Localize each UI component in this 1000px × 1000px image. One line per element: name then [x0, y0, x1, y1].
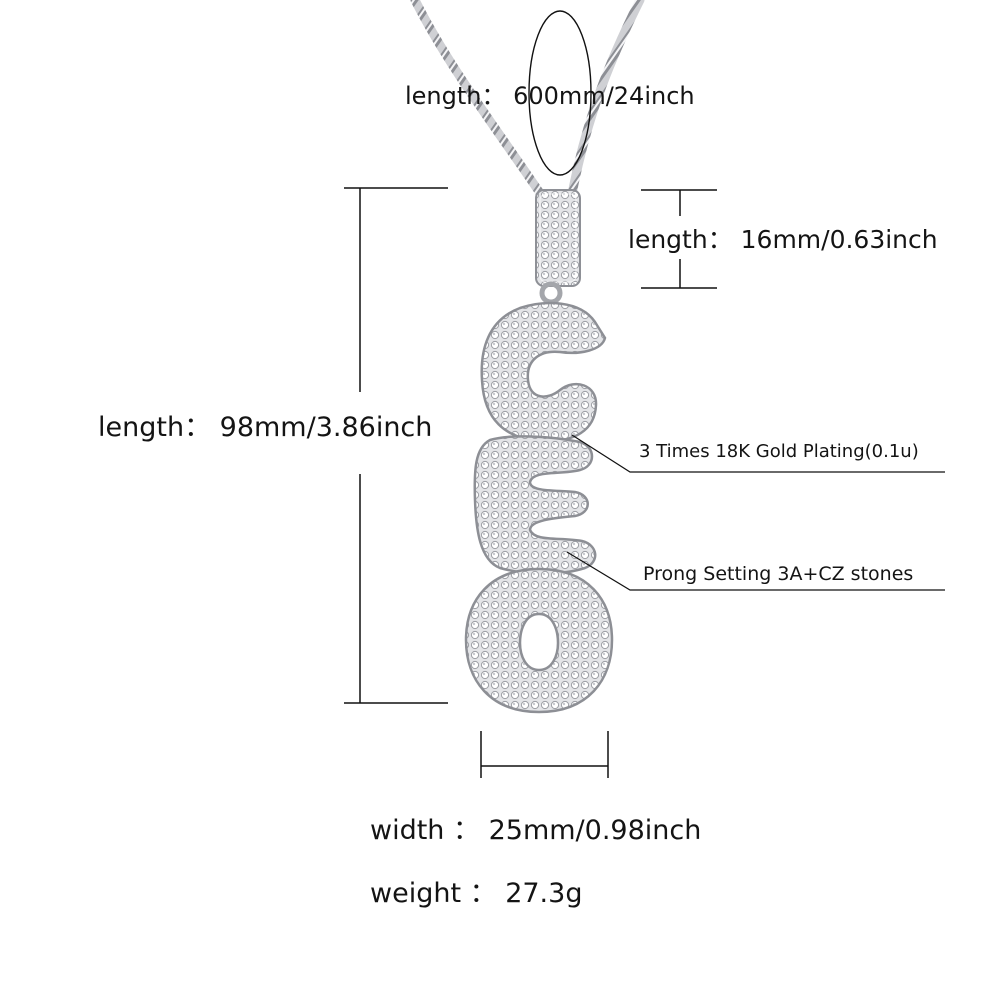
chain-length-ellipse — [528, 10, 592, 176]
stones-label: Prong Setting 3A+CZ stones — [643, 563, 914, 585]
bail-length-dimension — [641, 189, 717, 289]
pendant-letter-o — [464, 567, 614, 714]
rope-chain — [410, 0, 645, 210]
plating-leader — [571, 434, 945, 473]
width-label: width ： 25mm/0.98inch — [370, 815, 702, 846]
bail-length-label: length： 16mm/0.63inch — [628, 225, 938, 254]
pendant-letter-e — [473, 435, 597, 575]
pendant-bail — [535, 189, 581, 305]
plating-label: 3 Times 18K Gold Plating(0.1u) — [639, 441, 919, 462]
weight-label: weight ： 27.3g — [370, 878, 583, 909]
pendant-letter-c — [480, 301, 607, 443]
stones-leader — [566, 551, 945, 591]
total-length-dimension — [344, 187, 448, 704]
width-dimension — [480, 731, 609, 778]
chain-length-label: length： 600mm/24inch — [405, 82, 695, 110]
total-length-label: length： 98mm/3.86inch — [98, 412, 433, 443]
